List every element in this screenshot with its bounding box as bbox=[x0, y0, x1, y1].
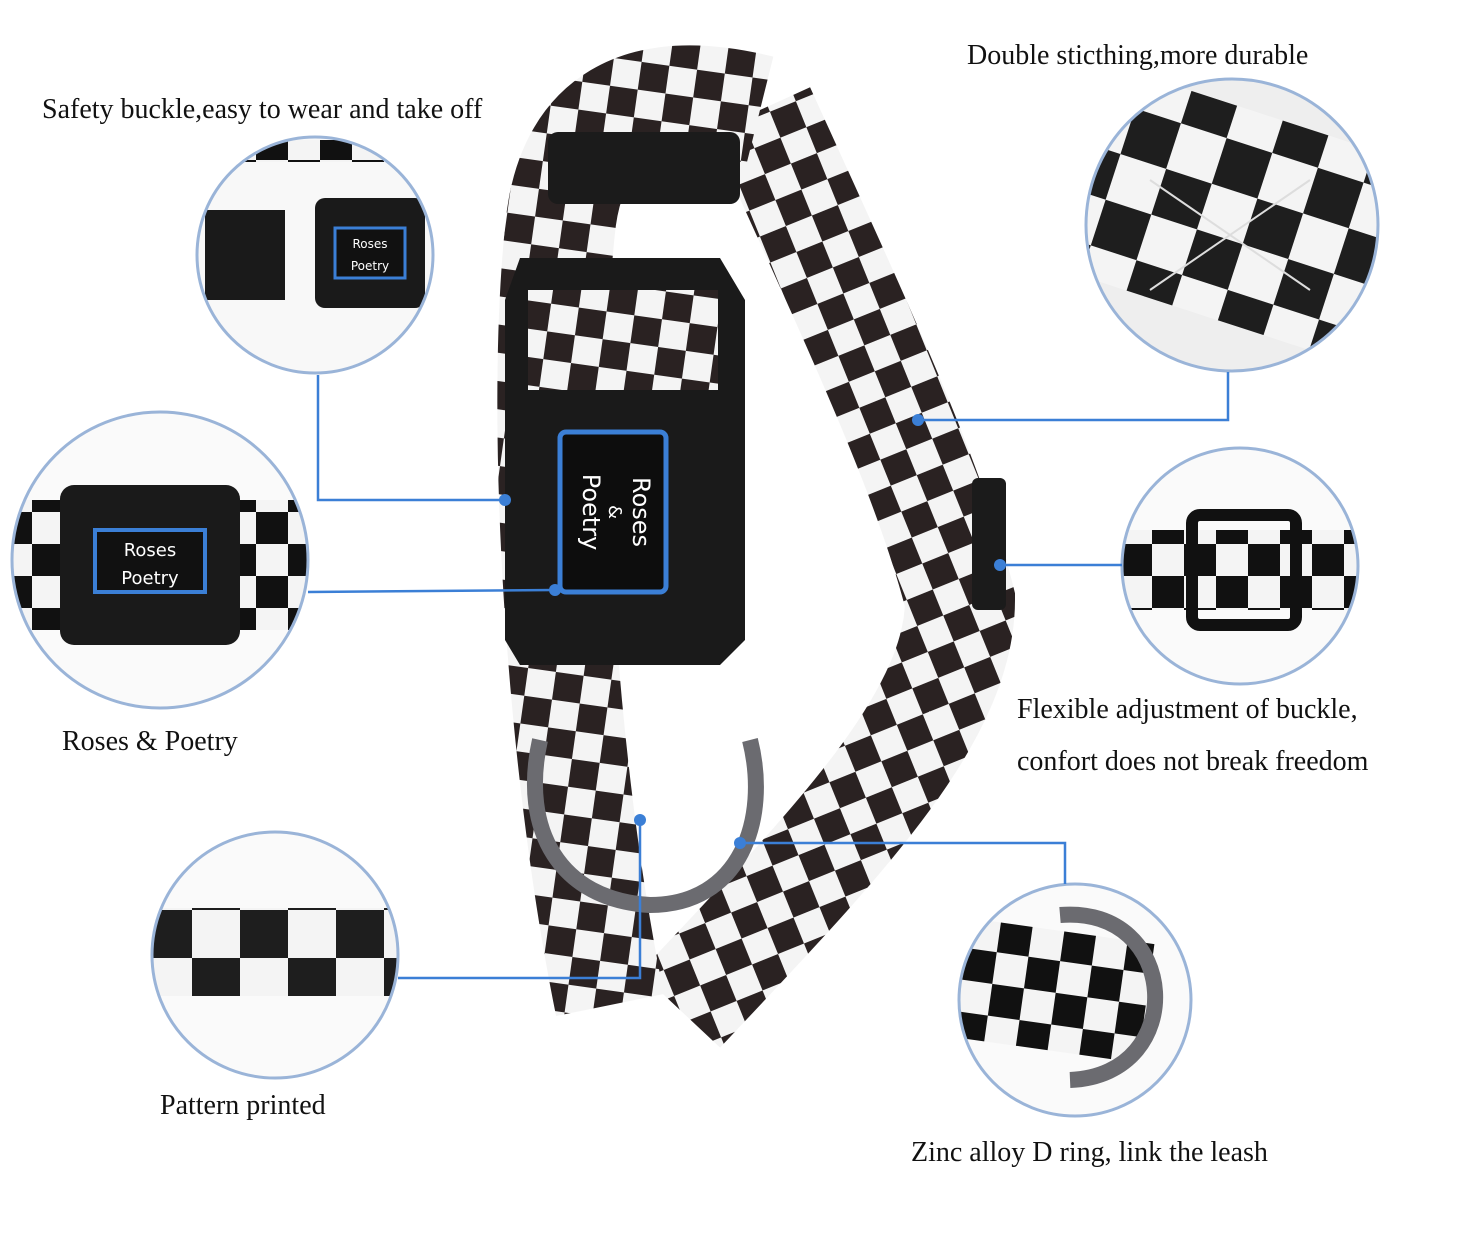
label-flexible-1: Flexible adjustment of buckle, bbox=[1017, 694, 1358, 725]
label-double-stitching: Double sticthing,more durable bbox=[967, 40, 1309, 71]
svg-text:Poetry: Poetry bbox=[121, 568, 179, 589]
label-flexible-2: confort does not break freedom bbox=[1017, 746, 1369, 777]
detail-circle-adjuster bbox=[1120, 446, 1360, 686]
buckle-logo-line1: Roses bbox=[627, 477, 655, 547]
detail-circle-pattern bbox=[150, 830, 400, 1080]
right-slider bbox=[972, 478, 1006, 610]
detail-circle-d-ring bbox=[957, 882, 1193, 1118]
detail-circle-stitching bbox=[1084, 77, 1380, 373]
svg-text:Roses: Roses bbox=[124, 540, 177, 561]
detail-circle-brand: Roses Poetry bbox=[10, 410, 310, 710]
svg-text:Roses: Roses bbox=[352, 237, 387, 251]
svg-text:Poetry: Poetry bbox=[351, 259, 389, 273]
detail-circle-buckle: Roses Poetry bbox=[195, 135, 435, 375]
label-d-ring: Zinc alloy D ring, link the leash bbox=[911, 1137, 1268, 1168]
label-safety-buckle: Safety buckle,easy to wear and take off bbox=[42, 94, 483, 125]
callout-dots bbox=[499, 414, 1006, 849]
main-buckle: Roses & Poetry bbox=[505, 258, 745, 665]
d-ring bbox=[526, 738, 764, 914]
buckle-logo-line3: Poetry bbox=[577, 474, 605, 551]
label-pattern: Pattern printed bbox=[160, 1090, 326, 1121]
top-slider bbox=[548, 132, 740, 204]
buckle-logo-line2: & bbox=[604, 505, 625, 519]
label-brand: Roses & Poetry bbox=[62, 726, 238, 757]
callout-lines bbox=[307, 372, 1230, 980]
